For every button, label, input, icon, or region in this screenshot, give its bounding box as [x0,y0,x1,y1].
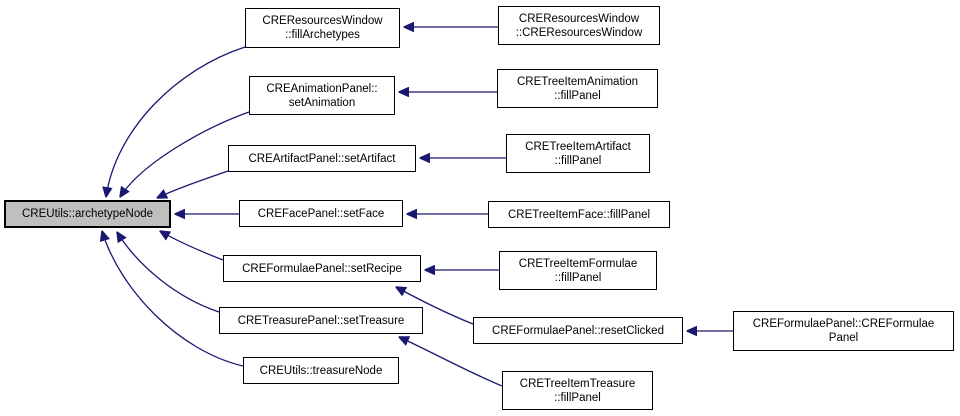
node-label-line: CREAnimationPanel:: [266,82,378,95]
node-set-recipe[interactable]: CREFormulaePanel::setRecipe [223,255,421,282]
node-reset-clicked[interactable]: CREFormulaePanel::resetClicked [473,317,683,344]
edge-set-animation-to-archetype-node [120,111,250,197]
node-label-line: CRETreeItemArtifact [525,140,631,153]
node-label-line: ::fillArchetypes [285,29,360,41]
edge-fill-panel-treasure-to-set-treasure [399,337,503,387]
node-label-line: CRETreeItemTreasure [519,377,636,390]
edge-set-artifact-to-archetype-node [157,170,229,198]
node-archetype-node: CREUtils::archetypeNode [4,200,171,228]
node-label-line: CREFormulaePanel::CREFormulae [752,318,935,330]
node-label-line: CREUtils::archetypeNode [21,208,154,220]
node-label-line: CREResourcesWindow [262,15,383,27]
edge-fill-archetypes-to-archetype-node [106,46,246,197]
node-label-line: setAnimation [288,96,356,109]
node-fill-panel-formulae[interactable]: CRETreeItemFormulae::fillPanel [499,251,657,290]
edge-reset-clicked-to-set-recipe [396,287,474,325]
node-fill-panel-animation[interactable]: CRETreeItemAnimation::fillPanel [497,69,658,108]
node-label-line: CRETreeItemFormulae [518,257,638,270]
edge-set-treasure-to-archetype-node [117,232,220,313]
edge-treasure-node-to-archetype-node [102,231,244,367]
node-label-line: ::fillPanel [554,89,601,102]
node-fill-panel-treasure[interactable]: CRETreeItemTreasure::fillPanel [502,371,653,410]
node-label-line: ::CREResourcesWindow [515,26,643,39]
node-label-line: ::fillPanel [554,154,602,167]
node-label-line: ::fillPanel [554,271,602,284]
node-fill-panel-artifact[interactable]: CRETreeItemArtifact::fillPanel [506,134,650,173]
node-set-treasure[interactable]: CRETreasurePanel::setTreasure [219,307,423,334]
node-label-line: CREUtils::treasureNode [259,364,383,377]
node-fill-archetypes[interactable]: CREResourcesWindow::fillArchetypes [245,8,400,48]
node-treasure-node[interactable]: CREUtils::treasureNode [243,357,399,384]
node-label-line: CREFormulaePanel::setRecipe [242,262,402,275]
edge-set-recipe-to-archetype-node [160,231,224,261]
node-label-line: ::fillPanel [554,391,601,404]
node-set-face[interactable]: CREFacePanel::setFace [239,200,403,227]
node-label-line: CREResourcesWindow [518,12,640,25]
node-label-line: Panel [828,332,859,344]
node-label-line: CRETreasurePanel::setTreasure [237,314,405,327]
node-set-animation[interactable]: CREAnimationPanel::setAnimation [249,76,395,115]
node-ctor-resources-window[interactable]: CREResourcesWindow::CREResourcesWindow [498,6,660,45]
node-label-line: CREArtifactPanel::setArtifact [248,152,396,165]
node-label-line: CRETreeItemFace::fillPanel [507,208,651,221]
node-label-line: CRETreeItemAnimation [516,75,638,88]
node-label-line: CREFacePanel::setFace [257,207,385,220]
node-label-line: CREFormulaePanel::resetClicked [492,324,664,337]
node-fill-panel-face[interactable]: CRETreeItemFace::fillPanel [488,201,670,228]
node-set-artifact[interactable]: CREArtifactPanel::setArtifact [228,145,416,172]
